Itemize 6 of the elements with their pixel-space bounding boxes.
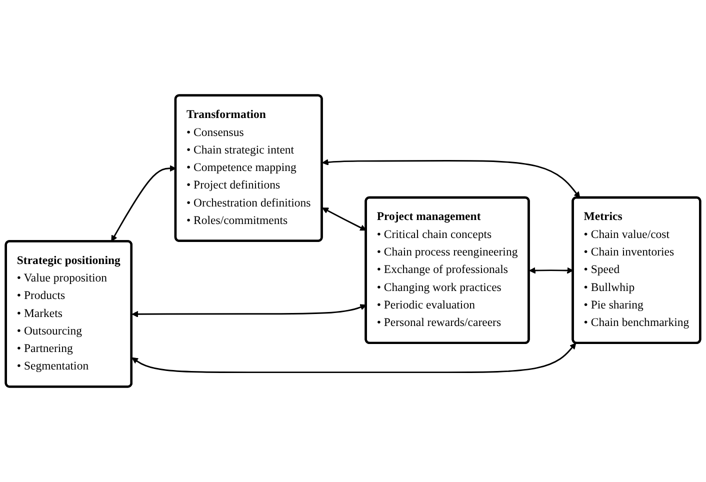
arrow (322, 208, 366, 231)
arrow (111, 165, 176, 242)
arrow (132, 304, 366, 318)
arrow (132, 342, 576, 374)
arrow (322, 159, 580, 198)
arrow (529, 267, 574, 274)
